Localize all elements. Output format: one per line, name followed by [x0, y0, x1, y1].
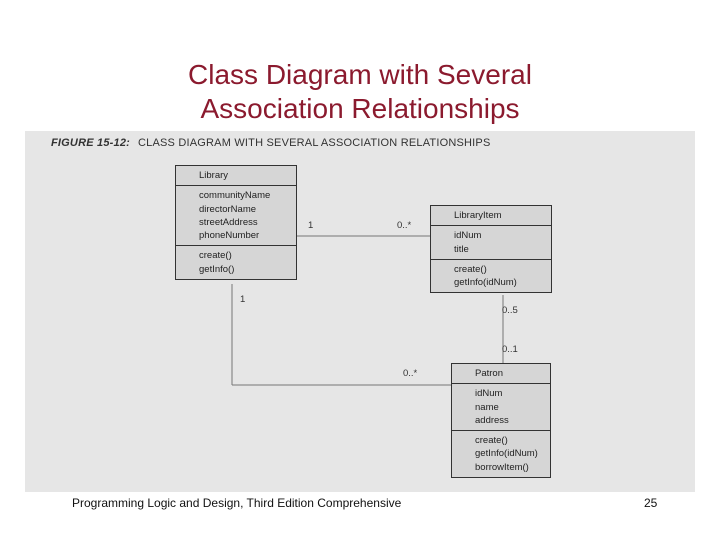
slide-title-line-1: Class Diagram with Several	[188, 59, 532, 90]
attribute: name	[475, 401, 499, 413]
multiplicity-library-item-item-end: 0..*	[397, 220, 412, 231]
figure-number: FIGURE 15-12:	[51, 137, 131, 149]
class-name: Library	[176, 166, 296, 187]
patron-class-name: Patron	[475, 368, 503, 379]
attributes-section: idNum name address	[452, 384, 550, 432]
page-number: 25	[644, 496, 658, 510]
method: create()	[454, 263, 487, 275]
method: getInfo(idNum)	[454, 277, 517, 289]
method: create()	[199, 250, 232, 262]
method: borrowItem()	[475, 461, 529, 473]
figure-caption-text: CLASS DIAGRAM WITH SEVERAL ASSOCIATION R…	[138, 137, 491, 149]
attribute: address	[475, 414, 509, 426]
multiplicity-library-item-library-end: 1	[308, 220, 314, 231]
methods-section: create() getInfo(idNum) borrowItem()	[452, 431, 550, 477]
association-lines	[231, 235, 504, 386]
methods-section: create() getInfo(idNum)	[431, 260, 551, 293]
class-name: LibraryItem	[431, 206, 551, 227]
figure-caption: FIGURE 15-12: CLASS DIAGRAM WITH SEVERAL …	[51, 137, 491, 149]
multiplicity-item-patron-item-end: 0..5	[502, 305, 518, 316]
class-library: Library communityName directorName stree…	[175, 165, 297, 281]
attribute: streetAddress	[199, 216, 258, 228]
class-libraryitem: LibraryItem idNum title create() getInfo…	[430, 205, 552, 294]
footer-text: Programming Logic and Design, Third Edit…	[72, 496, 402, 510]
class-patron: Patron idNum name address create() getIn…	[451, 363, 551, 479]
slide-title-line-2: Association Relationships	[200, 93, 520, 124]
figure-panel: FIGURE 15-12: CLASS DIAGRAM WITH SEVERAL …	[25, 131, 695, 492]
libraryitem-class-name: LibraryItem	[454, 210, 502, 221]
attribute: phoneNumber	[199, 230, 260, 242]
method: getInfo(idNum)	[475, 448, 538, 460]
multiplicity-library-patron-library-end: 1	[240, 294, 246, 305]
method: getInfo()	[199, 263, 235, 275]
methods-section: create() getInfo()	[176, 246, 296, 279]
attributes-section: idNum title	[431, 226, 551, 260]
multiplicity-library-patron-patron-end: 0..*	[403, 368, 418, 379]
class-name: Patron	[452, 364, 550, 385]
attribute: directorName	[199, 203, 257, 215]
library-class-name: Library	[199, 170, 229, 181]
attributes-section: communityName directorName streetAddress…	[176, 186, 296, 247]
multiplicity-item-patron-patron-end: 0..1	[502, 344, 518, 355]
slide-title: Class Diagram with Several Association R…	[0, 58, 720, 126]
method: create()	[475, 435, 508, 447]
attribute: communityName	[199, 190, 271, 202]
attribute: idNum	[454, 230, 482, 242]
attribute: idNum	[475, 388, 503, 400]
attribute: title	[454, 243, 469, 255]
